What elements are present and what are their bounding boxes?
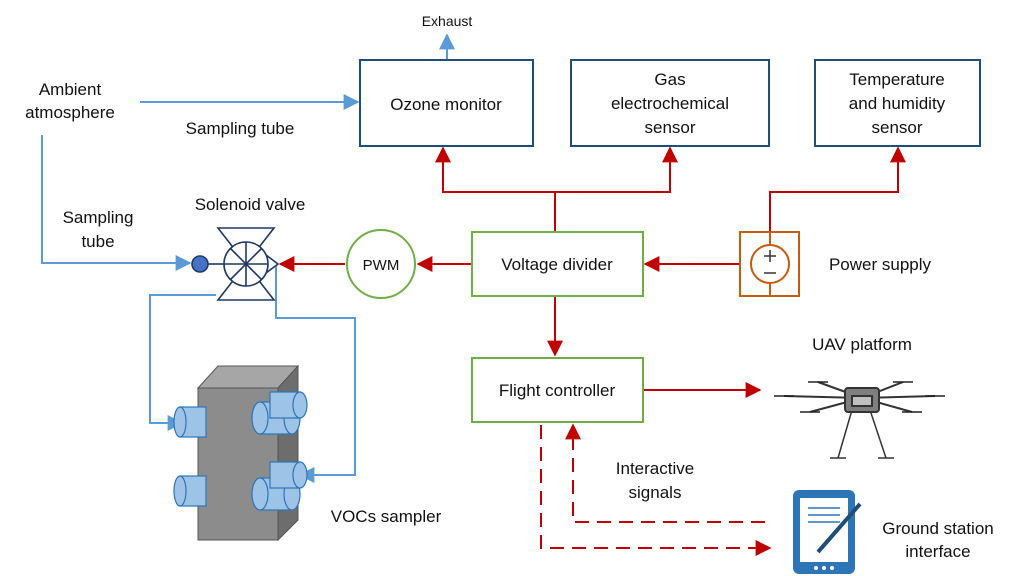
ozone-monitor-label: Ozone monitor (390, 95, 502, 114)
drone-icon (774, 381, 945, 459)
flight-controller-block: Flight controller (471, 357, 644, 423)
gas-sensor-label-1: Gas (654, 70, 685, 89)
diagram-labels: Exhaust Ambient atmosphere Sampling tube… (25, 13, 994, 561)
valve-to-sampler-left-line (149, 294, 216, 431)
ground-station-label-2: interface (905, 542, 970, 561)
sampling-tube-left-label-1: Sampling (63, 208, 134, 227)
pwm-label: PWM (363, 257, 400, 274)
tablet-icon (793, 490, 862, 574)
voltage-divider-label: Voltage divider (501, 255, 613, 274)
dc-source-icon (750, 244, 790, 284)
temp-sensor-label-2: and humidity (849, 94, 946, 113)
temp-sensor-label-3: sensor (871, 118, 922, 137)
exhaust-label: Exhaust (422, 13, 473, 29)
gas-sensor-block: Gas electrochemical sensor (570, 59, 770, 147)
temp-sensor-label-1: Temperature (849, 70, 944, 89)
power-supply-label: Power supply (829, 255, 932, 274)
solenoid-valve-label: Solenoid valve (195, 195, 306, 214)
sampling-tube-top-label: Sampling tube (186, 119, 295, 138)
interactive-signals-label-2: signals (629, 483, 682, 502)
ambient-label-1: Ambient (39, 80, 102, 99)
gas-sensor-label-2: electrochemical (611, 94, 729, 113)
solenoid-valve-icon (191, 227, 280, 301)
divider-to-ozone-line (435, 146, 556, 232)
ambient-to-valve-line (41, 135, 192, 271)
valve-to-sampler-right-line (275, 265, 356, 483)
voltage-divider-block: Voltage divider (471, 231, 644, 297)
sampling-tube-left-label-2: tube (81, 232, 114, 251)
gas-lines (41, 33, 455, 483)
vocs-sampler-icon (173, 364, 308, 542)
temp-humidity-sensor-block: Temperature and humidity sensor (814, 59, 981, 147)
power-to-temp-line (769, 146, 906, 232)
pwm-block: PWM (346, 229, 416, 299)
ground-station-label-1: Ground station (882, 519, 994, 538)
flight-controller-label: Flight controller (499, 381, 616, 400)
uav-platform-label: UAV platform (812, 335, 912, 354)
ozone-monitor-block: Ozone monitor (359, 59, 534, 147)
flight-to-ground-dashed-line (540, 425, 772, 556)
gas-sensor-label-3: sensor (644, 118, 695, 137)
divider-to-gas-line (555, 146, 678, 193)
ambient-label-2: atmosphere (25, 103, 115, 122)
interactive-signals-label-1: Interactive (616, 459, 694, 478)
vocs-sampler-label: VOCs sampler (331, 507, 442, 526)
power-lines (278, 146, 906, 556)
power-supply-block (739, 231, 800, 297)
